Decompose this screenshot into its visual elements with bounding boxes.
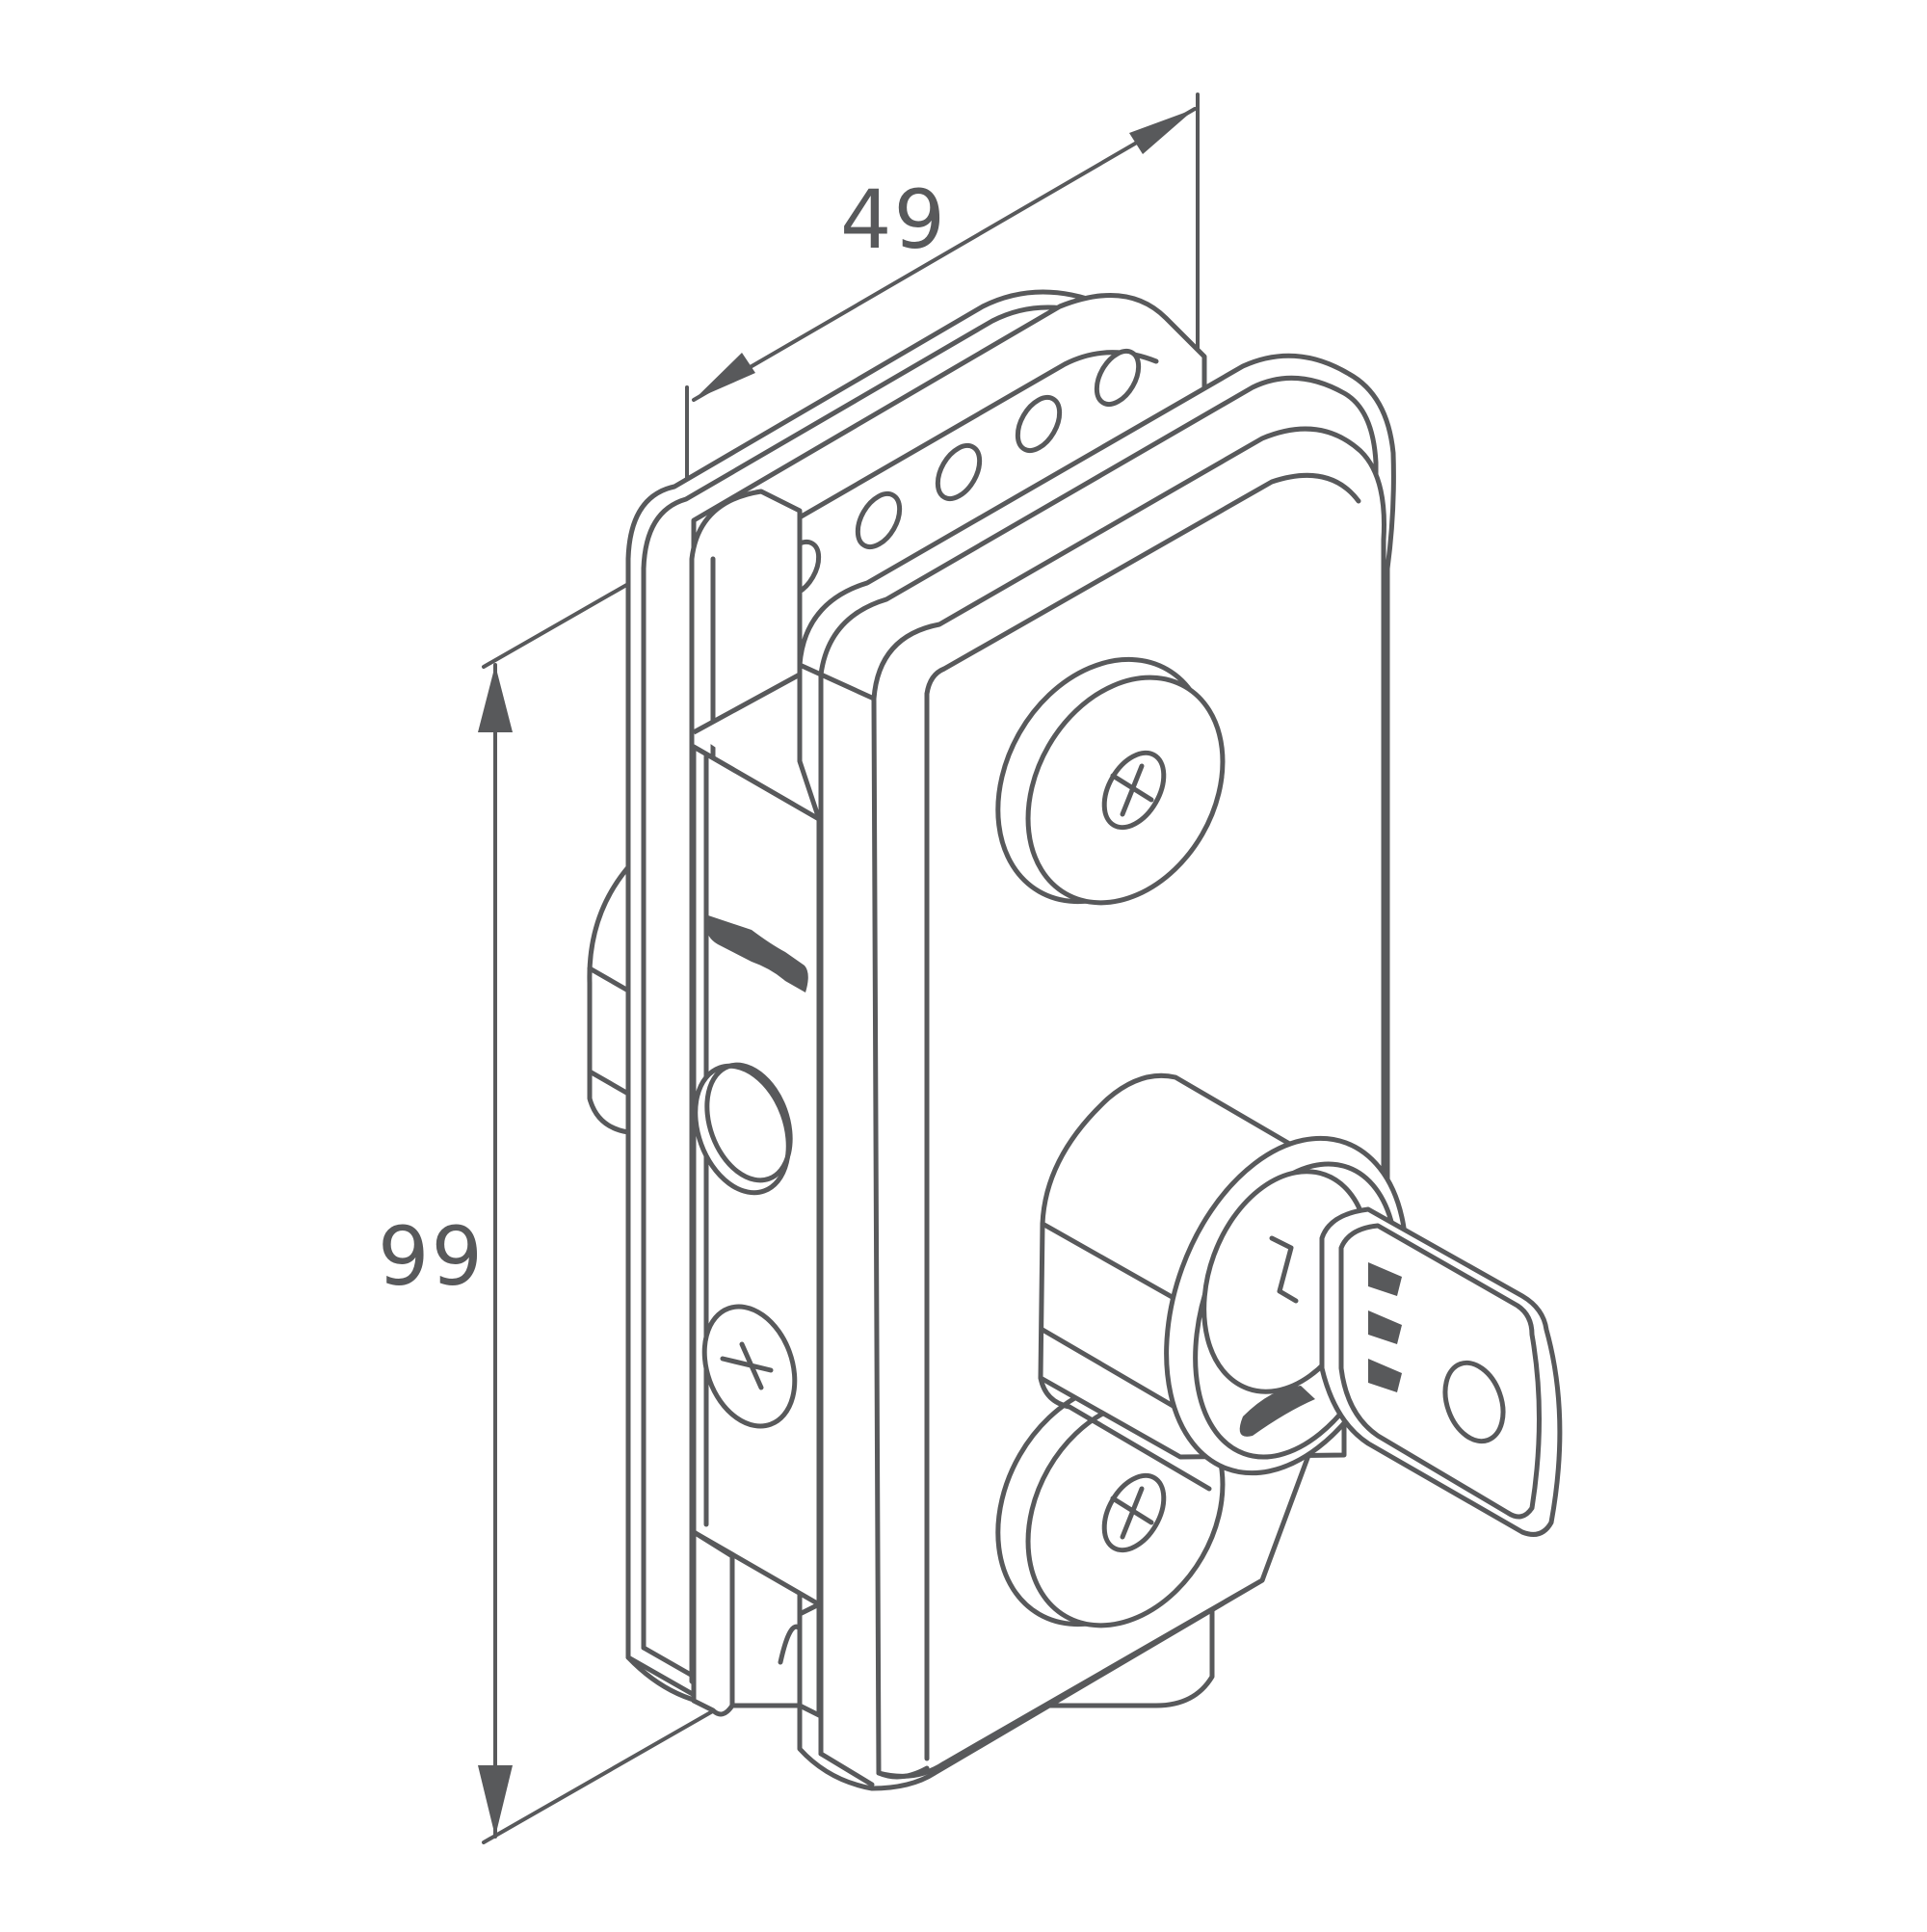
key-logo	[1368, 1262, 1402, 1392]
key-bow	[1338, 1223, 1542, 1520]
cylinder-edge-base	[1038, 1375, 1212, 1492]
height-arrow-top	[478, 665, 513, 732]
strike-plate-screw-cross	[720, 1341, 774, 1390]
width-dimension-label: 49	[840, 172, 947, 267]
top-screw-cross	[1110, 763, 1154, 817]
cylinder-keyway	[1269, 1235, 1299, 1304]
bottom-clip	[797, 1601, 822, 1718]
side-hole-4	[1015, 395, 1063, 453]
left-bolt-housing	[587, 864, 631, 1135]
height-dimension-label: 99	[378, 1209, 485, 1304]
strike-plate-top	[692, 672, 822, 820]
key	[1319, 1206, 1563, 1537]
bottom-screw-cross	[1110, 1486, 1154, 1540]
cylinder-brand-mark	[1239, 1386, 1315, 1437]
top-screw	[995, 656, 1226, 906]
front-cover-bottom-corner	[876, 1765, 930, 1780]
width-arrow-right	[1129, 109, 1195, 154]
front-cover-face-bevel	[924, 472, 1361, 697]
bottom-tab	[691, 1529, 735, 1717]
strike-plate-bolt-hole-rim	[704, 1062, 793, 1183]
side-hole-2	[855, 491, 903, 549]
dimension-height	[478, 506, 763, 1844]
side-hole-3	[935, 443, 983, 501]
front-cover-top-corner-edge	[797, 662, 877, 701]
strike-plate-top-edge	[691, 744, 822, 822]
bottom-clip-curve	[778, 1624, 803, 1665]
key-ring-hole	[1442, 1360, 1506, 1444]
side-hole-5	[1094, 349, 1142, 407]
strike-plate	[691, 672, 822, 1607]
width-dimension-line	[692, 107, 1197, 402]
strike-plate-logo	[705, 915, 808, 992]
width-arrow-left	[694, 353, 755, 400]
height-extension-bottom	[482, 1704, 725, 1844]
front-cover-bottom-edge	[818, 1751, 875, 1787]
height-arrow-bottom	[478, 1765, 513, 1837]
strike-plate-bolt-hole	[693, 1063, 791, 1196]
left-bolt-housing-edge-bottom	[587, 1069, 631, 1097]
left-bolt-housing-edge-top	[587, 966, 631, 993]
